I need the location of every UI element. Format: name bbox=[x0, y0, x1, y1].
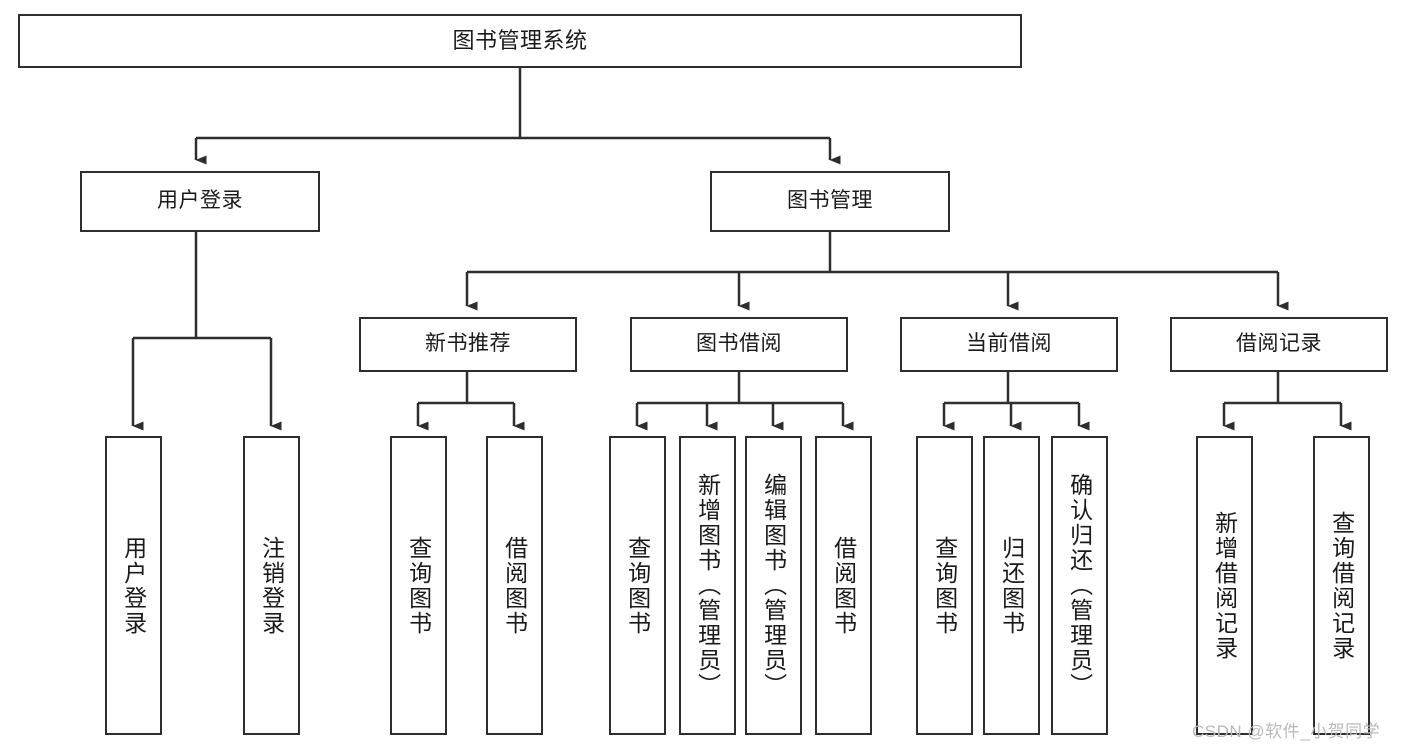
leaf-current-query-book[interactable]: 查询图书 bbox=[916, 436, 973, 735]
leaf-user-login-logout-label: 注销登录 bbox=[258, 535, 285, 636]
leaf-borrow-query-book[interactable]: 查询图书 bbox=[609, 436, 666, 735]
node-book-management[interactable]: 图书管理 bbox=[710, 171, 950, 232]
leaf-records-add-record[interactable]: 新增借阅记录 bbox=[1196, 436, 1253, 735]
leaf-borrow-query-book-label: 查询图书 bbox=[624, 535, 651, 636]
leaf-new-book-borrow-label: 借阅图书 bbox=[501, 535, 528, 636]
node-book-management-label: 图书管理 bbox=[787, 189, 873, 213]
leaf-new-book-query-label: 查询图书 bbox=[405, 535, 432, 636]
node-user-login[interactable]: 用户登录 bbox=[80, 171, 320, 232]
leaf-borrow-add-book-label: 新增图书（管理员） bbox=[694, 473, 721, 698]
leaf-user-login-login-label: 用户登录 bbox=[120, 535, 147, 636]
leaf-user-login-login[interactable]: 用户登录 bbox=[105, 436, 162, 735]
node-book-borrow-label: 图书借阅 bbox=[696, 332, 782, 356]
node-root[interactable]: 图书管理系统 bbox=[18, 14, 1022, 68]
leaf-current-return-book-label: 归还图书 bbox=[998, 535, 1025, 636]
node-book-borrow[interactable]: 图书借阅 bbox=[630, 317, 848, 372]
leaf-borrow-borrow-book-label: 借阅图书 bbox=[830, 535, 857, 636]
node-new-book-recommend[interactable]: 新书推荐 bbox=[359, 317, 577, 372]
node-current-borrow[interactable]: 当前借阅 bbox=[900, 317, 1118, 372]
csdn-watermark: CSDN @软件_小贺同学 bbox=[1192, 722, 1381, 741]
node-root-label: 图书管理系统 bbox=[452, 28, 588, 54]
leaf-user-login-logout[interactable]: 注销登录 bbox=[243, 436, 300, 735]
node-borrow-records-label: 借阅记录 bbox=[1236, 332, 1322, 356]
leaf-new-book-borrow[interactable]: 借阅图书 bbox=[486, 436, 543, 735]
leaf-borrow-edit-book[interactable]: 编辑图书（管理员） bbox=[745, 436, 802, 735]
node-borrow-records[interactable]: 借阅记录 bbox=[1170, 317, 1388, 372]
leaf-new-book-query[interactable]: 查询图书 bbox=[390, 436, 447, 735]
leaf-records-query-record-label: 查询借阅记录 bbox=[1328, 510, 1355, 661]
leaf-current-confirm-return[interactable]: 确认归还（管理员） bbox=[1051, 436, 1108, 735]
leaf-records-query-record[interactable]: 查询借阅记录 bbox=[1313, 436, 1370, 735]
leaf-records-add-record-label: 新增借阅记录 bbox=[1211, 510, 1238, 661]
leaf-borrow-borrow-book[interactable]: 借阅图书 bbox=[815, 436, 872, 735]
leaf-current-return-book[interactable]: 归还图书 bbox=[983, 436, 1040, 735]
leaf-current-query-book-label: 查询图书 bbox=[931, 535, 958, 636]
node-current-borrow-label: 当前借阅 bbox=[966, 332, 1052, 356]
leaf-borrow-edit-book-label: 编辑图书（管理员） bbox=[760, 473, 787, 698]
node-new-book-recommend-label: 新书推荐 bbox=[425, 332, 511, 356]
leaf-current-confirm-return-label: 确认归还（管理员） bbox=[1066, 473, 1093, 698]
leaf-borrow-add-book[interactable]: 新增图书（管理员） bbox=[679, 436, 736, 735]
node-user-login-label: 用户登录 bbox=[157, 189, 243, 213]
